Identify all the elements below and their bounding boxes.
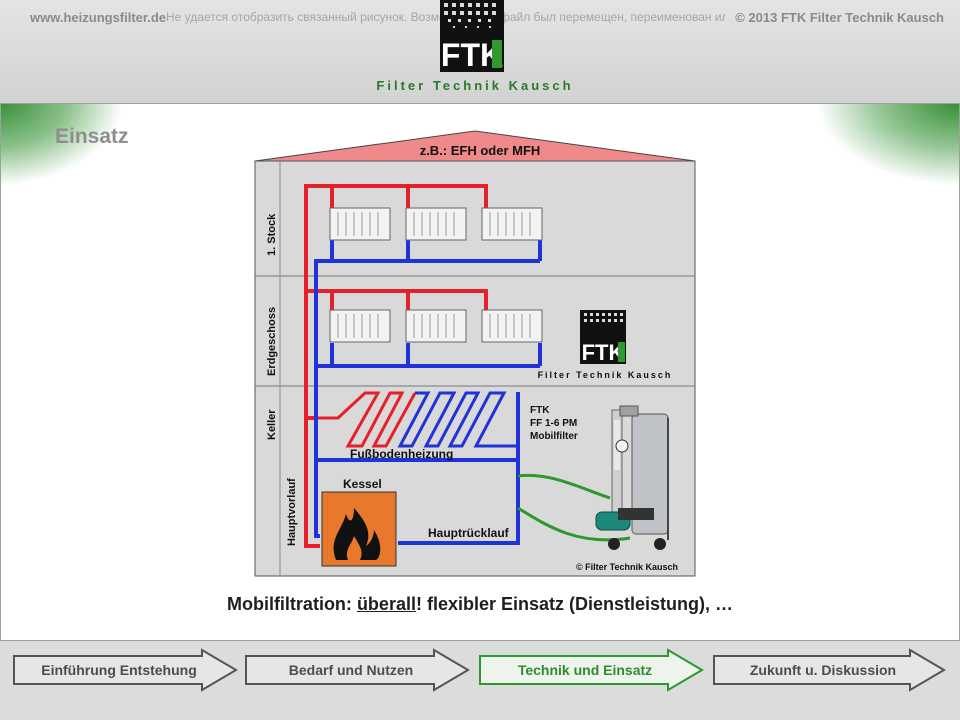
main-supply-label: Hauptvorlauf (286, 478, 298, 546)
supply-pipes (304, 184, 488, 548)
boiler-label: Kessel (343, 477, 382, 491)
diagram-ftk-logo: FTK Filter Technik Kausch (538, 310, 673, 380)
floor-label-ground: Erdgeschoss (266, 307, 278, 376)
underfloor-heating (318, 391, 518, 448)
return-pipes (314, 240, 542, 545)
arrow-shape (479, 648, 704, 692)
nav-tab-label: Bedarf und Nutzen (288, 662, 414, 678)
floor-label-basement: Keller (266, 409, 278, 440)
main-return-label: Hauptrücklauf (428, 526, 510, 540)
mobile-filter-unit (595, 405, 669, 550)
arrow-shape (713, 648, 946, 692)
caption-underlined: überall (356, 594, 416, 614)
nav-tab-technik[interactable]: Technik und Einsatz (478, 648, 706, 696)
page-title: Einsatz (55, 125, 129, 148)
arrow-shape (245, 648, 470, 692)
diagram-copyright: © Filter Technik Kausch (576, 562, 678, 572)
filter-label-2: FF 1-6 PM (530, 418, 577, 429)
flame-icon (333, 508, 381, 560)
nav-tab-bedarf[interactable]: Bedarf und Nutzen (244, 648, 472, 696)
slide-header: www.heizungsfilter.de Не удается отобраз… (0, 0, 960, 104)
svg-text:FTK: FTK (582, 340, 625, 365)
nav-tab-einfuehrung[interactable]: Einführung Entstehung (12, 648, 240, 696)
nav-tab-label: Technik und Einsatz (517, 662, 653, 678)
radiators-ground (329, 309, 543, 343)
site-url[interactable]: www.heizungsfilter.de (30, 10, 167, 25)
header-copyright: © 2013 FTK Filter Technik Kausch (735, 10, 944, 25)
underfloor-label: Fußbodenheizung (350, 447, 453, 461)
ftk-logo: FTK Filter Technik Kausch (376, 0, 573, 93)
nav-tab-label: Einführung Entstehung (41, 662, 197, 678)
radiators-upper (329, 207, 543, 241)
roof-label: z.B.: EFH oder MFH (420, 143, 541, 158)
caption-suffix: ! flexibler Einsatz (Dienstleistung), … (415, 594, 734, 614)
nav-tab-label: Zukunft u. Diskussion (749, 662, 897, 678)
slide-caption: Mobilfiltration: überall! flexibler Eins… (0, 594, 960, 615)
logo-company-name: Filter Technik Kausch (376, 78, 573, 93)
house-heating-diagram: z.B.: EFH oder MFH 1. Stock Erdgeschoss … (254, 130, 696, 577)
svg-text:Filter Technik Kausch: Filter Technik Kausch (538, 370, 673, 380)
caption-prefix: Mobilfiltration: (226, 594, 357, 614)
floor-label-upper: 1. Stock (266, 213, 278, 256)
arrow-shape (13, 648, 238, 692)
filter-label-1: FTK (530, 405, 550, 416)
filter-label-3: Mobilfilter (530, 431, 578, 442)
chapter-navigation: Einführung Entstehung Bedarf und Nutzen … (0, 648, 960, 704)
nav-tab-zukunft[interactable]: Zukunft u. Diskussion (712, 648, 948, 696)
